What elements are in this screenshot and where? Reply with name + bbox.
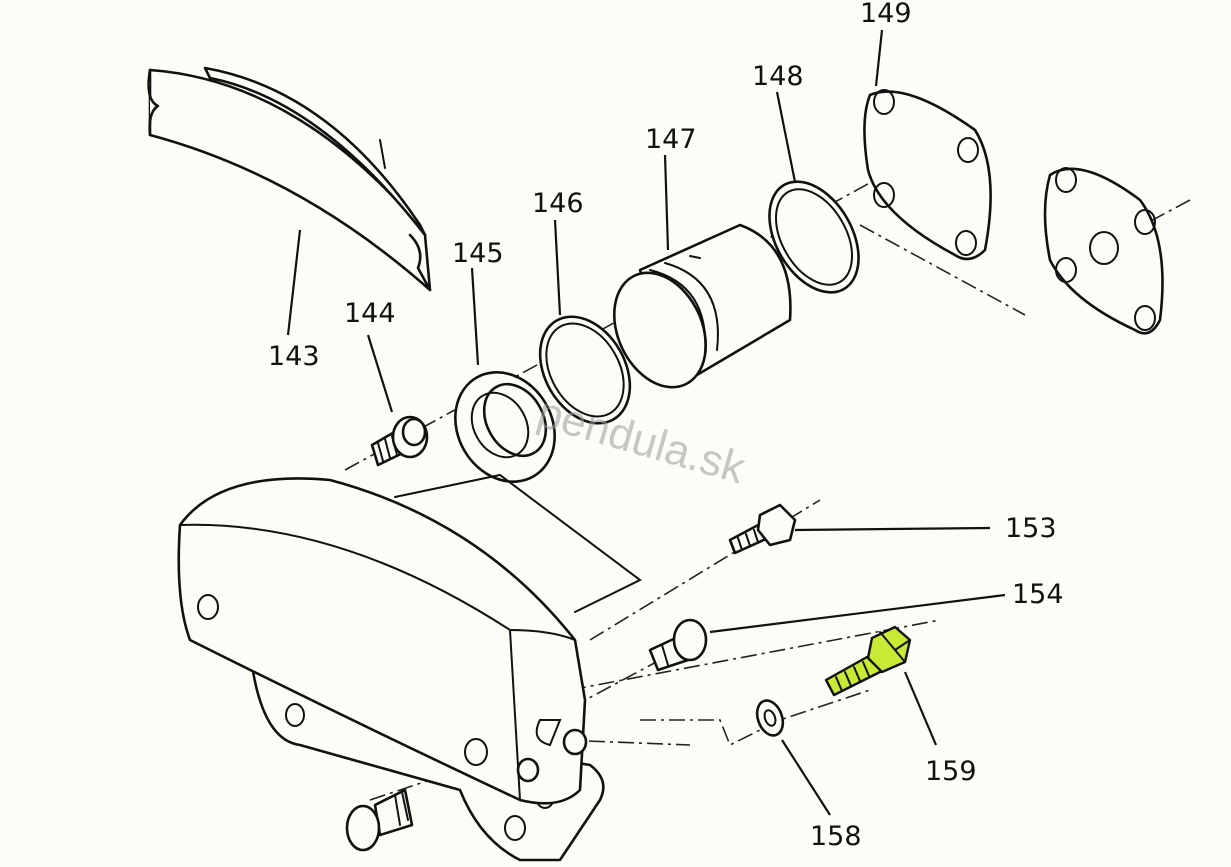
- guide-pin-154: [648, 618, 708, 672]
- leader-lines: [286, 29, 1006, 816]
- label-149: 149: [860, 0, 912, 29]
- cover-plate-149: [863, 89, 992, 261]
- label-159: 159: [925, 756, 977, 787]
- brake-pad-143: [147, 66, 432, 292]
- bolt-159-highlighted: [824, 625, 912, 697]
- label-154: 154: [1012, 579, 1064, 610]
- label-147: 147: [645, 124, 697, 155]
- bolt-153: [728, 503, 797, 555]
- part-labels: 143 144 145 146 147 148 149 153 154 158 …: [268, 0, 1064, 852]
- label-148: 148: [752, 61, 804, 92]
- o-ring-148: [768, 180, 860, 294]
- label-144: 144: [344, 298, 396, 329]
- dust-seal-145: [454, 371, 556, 483]
- piston-seal-146: [538, 315, 632, 425]
- washer-158: [755, 699, 785, 737]
- piston-147: [612, 223, 792, 389]
- label-153: 153: [1005, 513, 1057, 544]
- label-145: 145: [452, 238, 504, 269]
- bleed-nipple: [345, 788, 414, 852]
- label-146: 146: [532, 188, 584, 219]
- label-143: 143: [268, 341, 320, 372]
- label-158: 158: [810, 821, 862, 852]
- caliper-body: [177, 473, 642, 862]
- cover-plate-second: [1043, 167, 1164, 335]
- watermark-text: pendula.sk: [532, 388, 751, 494]
- bleed-screw-144: [370, 415, 429, 467]
